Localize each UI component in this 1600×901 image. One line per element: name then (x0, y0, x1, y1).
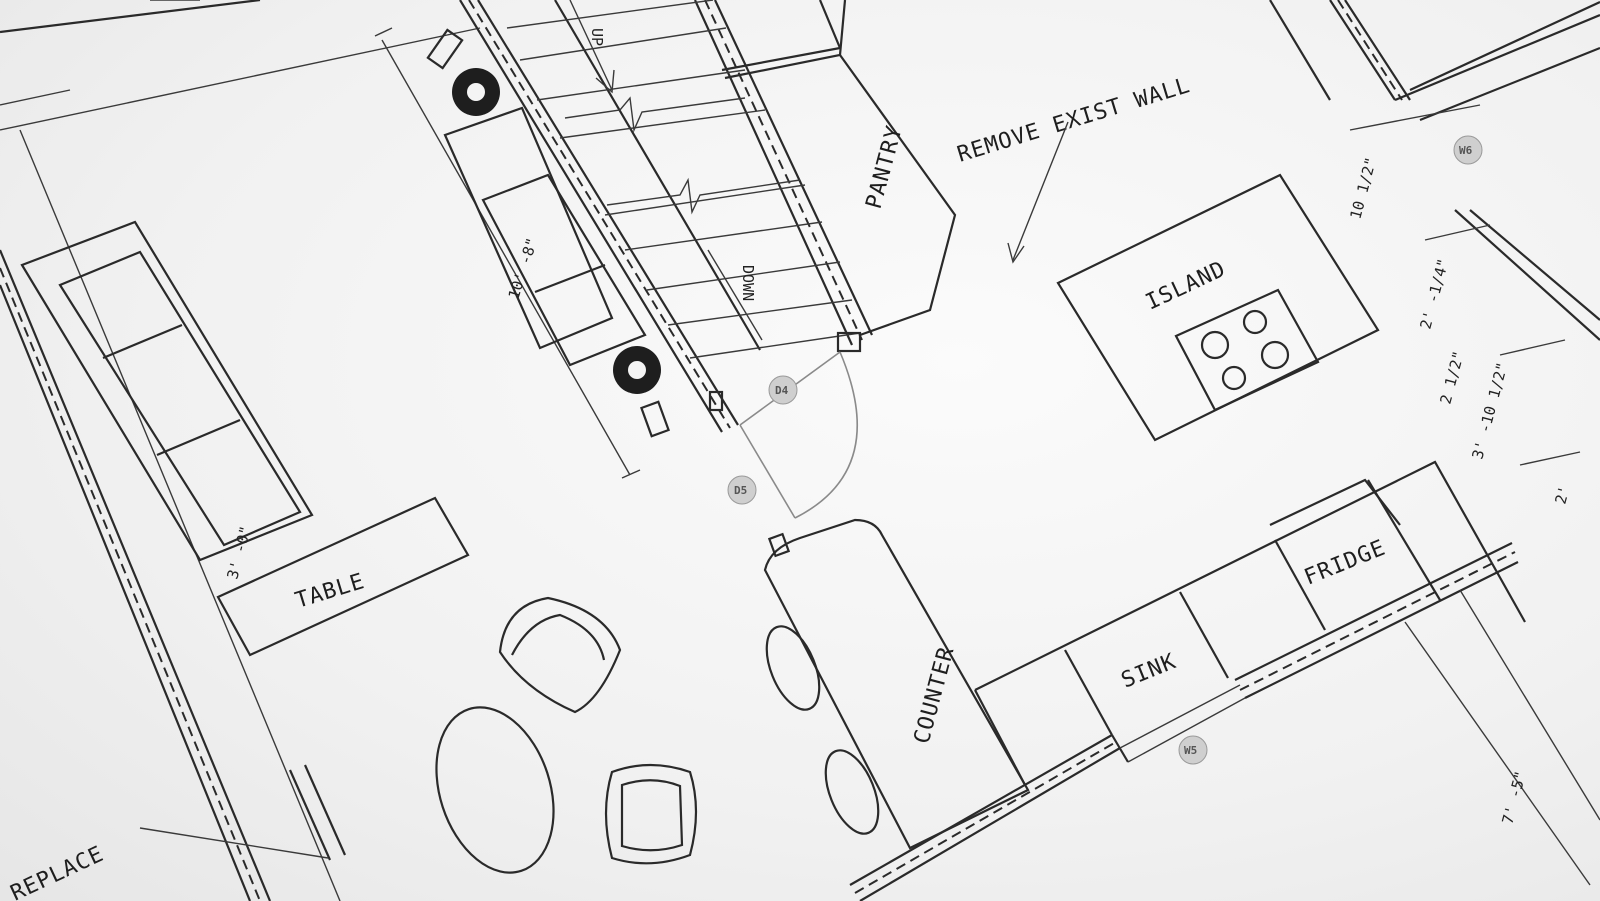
svg-text:W6: W6 (1459, 144, 1473, 157)
plant-bottom-icon (613, 346, 661, 394)
counter-label: COUNTER (910, 644, 960, 747)
counter (763, 518, 1030, 850)
tag-w5: W5 (1178, 735, 1208, 765)
armchair-bottom (604, 763, 698, 865)
svg-text:W5: W5 (1184, 744, 1197, 757)
stair-up-label: UP (588, 28, 606, 46)
coffee-table (435, 706, 555, 874)
dim-right-3: 2 1/2" (1436, 349, 1467, 406)
fireplace (139, 764, 347, 861)
dim-bottom-right: 7' -5" (1498, 769, 1529, 826)
island (1056, 173, 1380, 442)
fridge-label: FRIDGE (1301, 535, 1390, 590)
bottom-wall (849, 542, 1519, 901)
sofa-dimension-label: 3' -0" (223, 524, 254, 581)
dim-right-2: 2' -1/4" (1416, 257, 1452, 331)
small-box-bottom (640, 400, 670, 438)
remove-wall-arrow (1007, 121, 1069, 264)
small-box-top (426, 28, 464, 70)
island-label: ISLAND (1142, 257, 1230, 316)
fireplace-label: REPLACE (7, 842, 108, 901)
sink-label: SINK (1118, 649, 1180, 694)
svg-text:D5: D5 (734, 484, 747, 497)
dim-right-4: 3' -10 1/2" (1468, 360, 1511, 461)
armchair-top (498, 596, 622, 714)
dim-right-1: 10 1/2" (1346, 155, 1380, 221)
pantry (721, 0, 957, 337)
stair-down-label: DOWN (739, 265, 757, 301)
right-exterior-wall (1269, 0, 1600, 886)
left-exterior-wall (0, 129, 341, 901)
tag-w6: W6 (1453, 135, 1483, 165)
plant-top-icon (452, 68, 500, 116)
svg-text:D4: D4 (775, 384, 789, 397)
staircase (374, 0, 873, 479)
remove-wall-note: REMOVE EXIST WALL (954, 73, 1193, 168)
kitchen-cabinets (974, 460, 1526, 786)
door-swing (739, 351, 859, 519)
sofa (20, 220, 314, 562)
dim-right-5: 2' (1551, 484, 1573, 506)
top-left-boundary (0, 0, 481, 131)
tag-d5: D5 (727, 475, 757, 505)
tag-d4: D4 (768, 375, 798, 405)
table (216, 496, 470, 657)
pantry-label: PANTRY (862, 123, 908, 212)
